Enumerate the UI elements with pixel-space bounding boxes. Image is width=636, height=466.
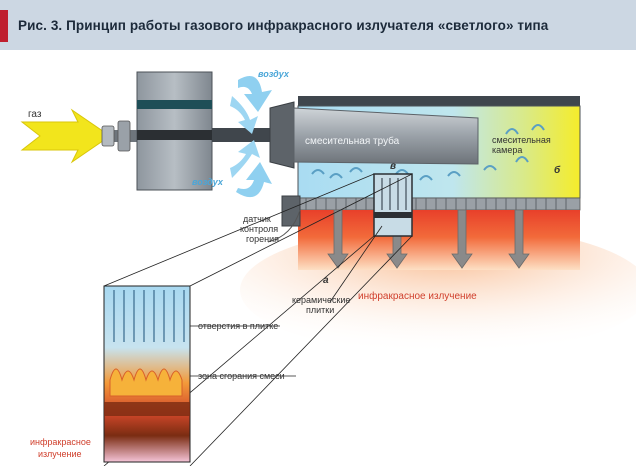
label-infrared-main: инфракрасное излучение (358, 291, 477, 302)
blue-curved-arrow-icon (230, 140, 260, 178)
label-tile-holes: отверстия в плитке (198, 321, 279, 331)
label-mixing-tube: смесительная труба (305, 136, 400, 147)
mixing-tube-inlet (269, 101, 295, 169)
emitter-housing-top (298, 96, 580, 106)
label-gas: газ (28, 109, 42, 120)
label-air-top: воздух (258, 69, 289, 79)
ceramic-tile-holes (381, 178, 407, 210)
caption-accent (0, 10, 8, 42)
gas-valve-band (137, 100, 212, 109)
marker-a: а (323, 275, 329, 286)
label-infrared-side-1: инфракрасное (30, 437, 91, 447)
blue-curved-arrow-icon (236, 162, 272, 198)
inset-ember-layer (104, 402, 190, 416)
caption-bar: Рис. 3. Принцип работы газового инфракра… (0, 0, 636, 50)
label-ceramic-2: плитки (306, 305, 335, 315)
gas-nut (101, 125, 115, 147)
blue-curved-arrow-icon (238, 76, 272, 112)
feed-pipe (212, 128, 272, 142)
marker-b: б (554, 165, 561, 176)
blue-curved-arrow-icon (230, 96, 258, 134)
label-sensor-1: датчик (243, 214, 271, 224)
figure-caption: Рис. 3. Принцип работы газового инфракра… (18, 18, 549, 33)
ceramic-tile-band (374, 212, 412, 218)
emitter-diagram (20, 71, 636, 466)
label-sensor-2: контроля (240, 224, 279, 234)
label-combustion-zone: зона сгорания смеси (198, 371, 285, 381)
mixture-flow-arrows (311, 124, 545, 181)
marker-v: в (390, 161, 397, 172)
label-mixing-chamber-2: камера (492, 145, 523, 155)
gray-down-arrow-icon (327, 209, 530, 269)
radiating-zone (298, 210, 580, 270)
sensor-cable (267, 209, 301, 243)
yellow-arrow-icon (20, 108, 111, 164)
leader-lines (190, 225, 383, 377)
label-ceramic-1: керамические (292, 295, 351, 305)
label-air-bottom: воздух (192, 177, 223, 187)
label-sensor-3: горения (246, 234, 279, 244)
mixing-tube (293, 107, 479, 165)
gas-valve-band2 (137, 130, 212, 140)
inset-flames (109, 368, 183, 397)
label-infrared-side-2: излучение (38, 449, 82, 459)
tile-plate (297, 197, 581, 211)
gas-connector (117, 120, 131, 152)
label-mixing-chamber-1: смесительная (492, 135, 551, 145)
inset-hole-lines (113, 290, 185, 342)
zoom-connector-lines (103, 173, 413, 466)
